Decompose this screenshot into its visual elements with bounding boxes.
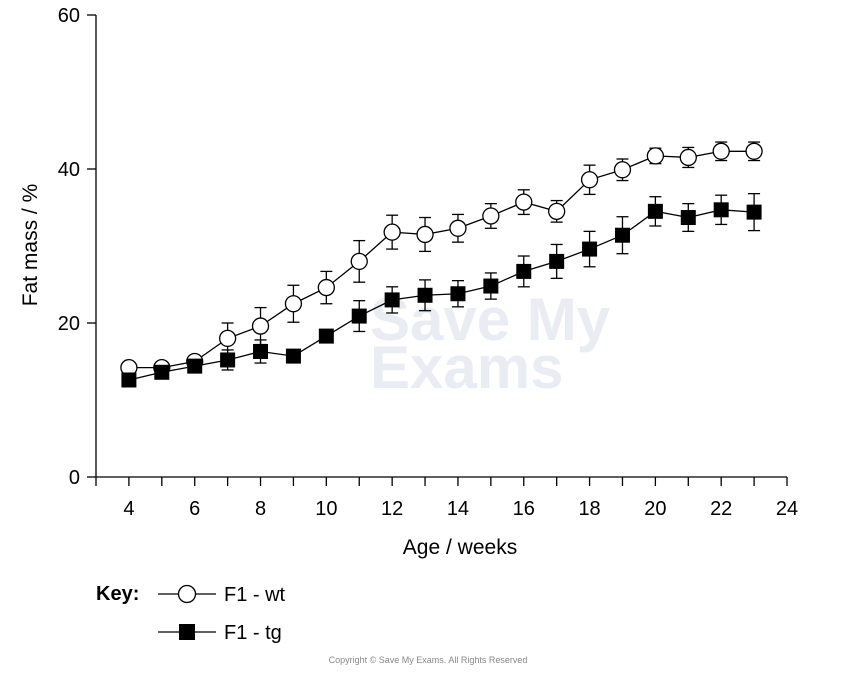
data-point-tg	[253, 343, 269, 359]
x-tick-label: 8	[255, 498, 266, 520]
data-point-tg	[384, 292, 400, 308]
data-point-tg	[220, 352, 236, 368]
y-tick-label: 0	[69, 467, 80, 489]
axes: 0 20 40 60 4 6 8 10 12 14 16 18 20 22 24	[58, 5, 798, 520]
legend-marker-tg	[179, 624, 195, 640]
series-wt	[120, 141, 763, 377]
data-point-wt	[383, 223, 401, 241]
data-point-wt	[284, 295, 303, 313]
data-point-tg	[713, 202, 729, 218]
data-point-wt	[745, 142, 763, 160]
legend-label-wt: F1 - wt	[224, 584, 286, 606]
data-point-tg	[680, 210, 696, 226]
legend-title: Key:	[96, 583, 139, 605]
copyright-notice: Copyright © Save My Exams. All Rights Re…	[329, 655, 528, 665]
legend-marker-wt	[177, 584, 197, 604]
watermark-line-2: Exams	[370, 334, 563, 401]
data-point-tg	[614, 227, 630, 243]
data-point-wt	[416, 225, 434, 244]
data-point-tg	[483, 278, 499, 294]
y-tick-label: 60	[58, 5, 80, 27]
y-tick-label: 20	[58, 313, 80, 335]
data-point-tg	[318, 328, 334, 344]
data-point-wt	[580, 171, 599, 189]
data-point-wt	[218, 329, 237, 348]
x-tick-label: 12	[381, 498, 403, 520]
series-tg	[121, 192, 762, 388]
y-axis-title: Fat mass / %	[19, 184, 42, 307]
data-point-tg	[351, 308, 367, 324]
x-tick-label: 22	[710, 498, 732, 520]
data-point-wt	[350, 252, 368, 271]
x-tick-label: 20	[644, 498, 666, 520]
x-tick-label: 24	[776, 498, 798, 520]
data-point-wt	[449, 219, 467, 237]
data-point-tg	[516, 263, 532, 279]
data-point-wt	[515, 193, 533, 211]
plot-area	[120, 141, 763, 388]
data-point-wt	[548, 202, 566, 221]
data-point-wt	[251, 317, 270, 335]
data-point-tg	[154, 364, 170, 380]
data-point-wt	[679, 148, 697, 167]
x-tick-label: 18	[578, 498, 600, 520]
data-point-tg	[746, 204, 762, 220]
data-point-wt	[317, 278, 335, 297]
data-point-wt	[482, 207, 500, 225]
x-tick-label: 6	[189, 498, 200, 520]
data-point-tg	[647, 203, 663, 219]
data-point-tg	[187, 358, 203, 374]
x-tick-label: 10	[315, 498, 337, 520]
x-tick-label: 14	[447, 498, 469, 520]
data-point-tg	[417, 287, 433, 303]
data-point-wt	[613, 161, 632, 179]
y-tick-label: 40	[58, 159, 80, 181]
data-point-tg	[549, 253, 565, 269]
x-tick-label: 4	[123, 498, 134, 520]
x-tick-label: 16	[513, 498, 535, 520]
legend: Key: F1 - wt F1 - tg	[96, 583, 286, 644]
x-axis-title: Age / weeks	[403, 536, 517, 559]
data-point-tg	[582, 241, 598, 257]
data-point-tg	[450, 286, 466, 302]
data-point-tg	[285, 348, 301, 364]
data-point-wt	[712, 142, 730, 160]
data-point-tg	[121, 372, 137, 388]
legend-label-tg: F1 - tg	[224, 622, 282, 644]
data-point-wt	[646, 147, 665, 165]
